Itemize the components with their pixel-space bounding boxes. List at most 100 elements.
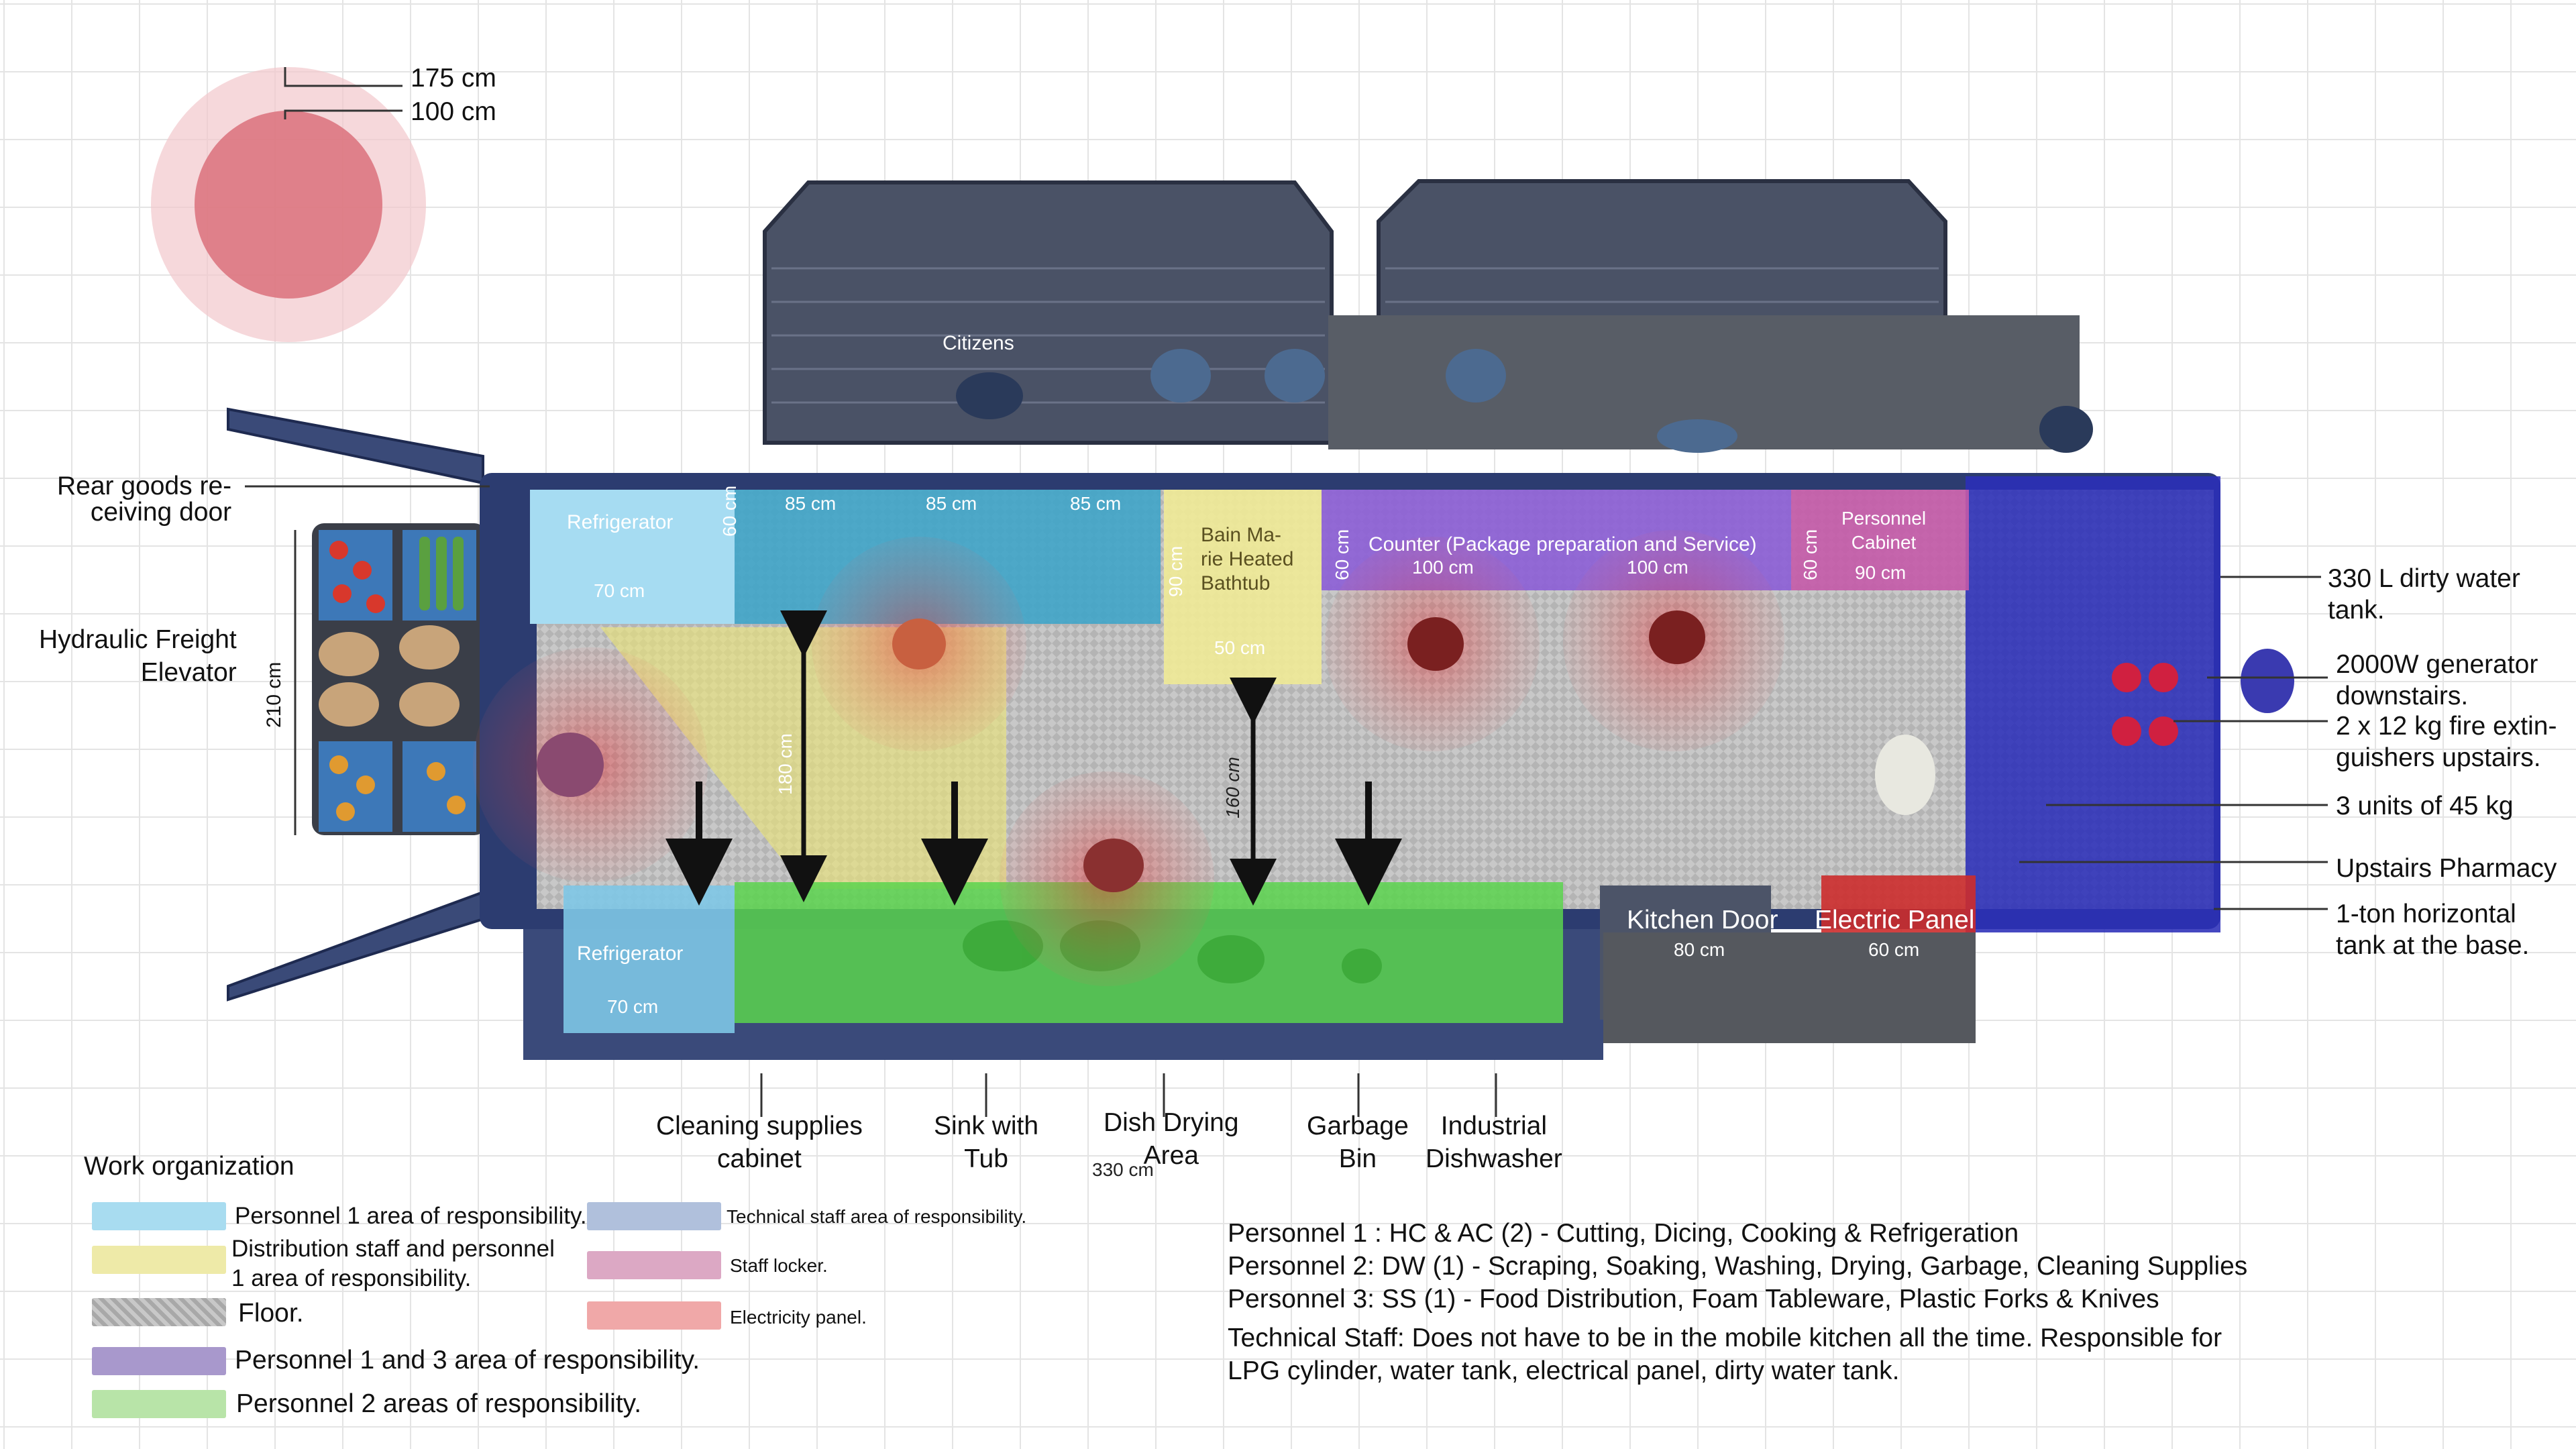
sink-line-2: Tub xyxy=(964,1144,1008,1173)
dish-drying-line-2: Area xyxy=(1143,1140,1199,1170)
dirty-water-callout: 330 L dirty water tank. xyxy=(2328,564,2520,627)
technical-area xyxy=(1966,476,2220,932)
counter-dim-1: 100 cm xyxy=(1412,557,1474,578)
garbage-callout: Garbage Bin xyxy=(1307,1110,1409,1176)
note-personnel-1: Personnel 1 : HC & AC (2) - Cutting, Dic… xyxy=(1228,1219,2019,1248)
legend-label-personnel-1-3: Personnel 1 and 3 area of responsibility… xyxy=(235,1346,700,1375)
electric-panel-width: 60 cm xyxy=(1868,939,1920,960)
pharmacy-callout: Upstairs Pharmacy xyxy=(2336,854,2557,883)
dishwasher-line-1: Industrial xyxy=(1440,1112,1547,1140)
note-personnel-3: Personnel 3: SS (1) - Food Distribution,… xyxy=(1228,1284,2159,1313)
refrigerator-top-depth: 60 cm xyxy=(719,485,740,537)
dirty-water-line-1: 330 L dirty water xyxy=(2328,564,2520,593)
legend-distribution-line-2: 1 area of responsibility. xyxy=(231,1265,472,1291)
bain-marie-line-3: Bathtub xyxy=(1201,572,1271,594)
legend-label-technical: Technical staff area of responsibility. xyxy=(727,1206,1027,1227)
fire-extinguishers xyxy=(2112,663,2178,746)
legend-swatch-distribution xyxy=(92,1246,226,1274)
leader-lines xyxy=(245,485,2328,1117)
radius-100-label: 100 cm xyxy=(411,97,496,126)
note-technical-2: LPG cylinder, water tank, electrical pan… xyxy=(1228,1356,1900,1385)
prep-dim-1: 85 cm xyxy=(785,493,837,514)
personnel-cabinet-width: 90 cm xyxy=(1855,562,1907,583)
refrigerator-bottom-width: 70 cm xyxy=(607,996,659,1017)
cleaning-line-1: Cleaning supplies xyxy=(656,1112,863,1140)
refrigerator-bottom-label: Refrigerator xyxy=(577,943,684,965)
note-personnel-2: Personnel 2: DW (1) - Scraping, Soaking,… xyxy=(1228,1251,2248,1281)
cleaning-line-2: cabinet xyxy=(717,1144,802,1173)
legend-label-floor: Floor. xyxy=(238,1299,304,1328)
legend-distribution-line-1: Distribution staff and personnel xyxy=(231,1236,555,1262)
legend-swatch-personnel-2 xyxy=(92,1390,226,1418)
rear-door-line-1: Rear goods re- xyxy=(57,472,232,500)
horizontal-tank-line-1: 1-ton horizontal xyxy=(2336,900,2516,928)
garbage-line-2: Bin xyxy=(1338,1144,1377,1173)
horizontal-tank-callout: 1-ton horizontal tank at the base. xyxy=(2336,899,2529,962)
legend-label-distribution: Distribution staff and personnel 1 area … xyxy=(231,1234,555,1293)
bain-marie-width: 50 cm xyxy=(1214,637,1266,658)
dish-drying-callout: Dish Drying Area xyxy=(1104,1107,1239,1173)
counter-label: Counter (Package preparation and Service… xyxy=(1368,533,1757,555)
garbage-line-1: Garbage xyxy=(1307,1112,1409,1140)
electric-panel-label: Electric Panel xyxy=(1815,906,1975,934)
aisle-width-180: 180 cm xyxy=(775,733,796,795)
kitchen-door-width: 80 cm xyxy=(1674,939,1725,960)
bain-marie-zone xyxy=(1164,490,1322,684)
staff-notes: Personnel 1 : HC & AC (2) - Cutting, Dic… xyxy=(1228,1218,2247,1388)
personnel-cabinet-zone xyxy=(1791,490,1969,590)
personnel-cabinet-depth: 60 cm xyxy=(1800,529,1821,580)
extinguishers-line-2: guishers upstairs. xyxy=(2336,743,2541,772)
rear-door-line-2: ceiving door xyxy=(90,498,232,527)
personnel-cabinet-line-2: Cabinet xyxy=(1851,532,1917,553)
kitchen-door-label: Kitchen Door xyxy=(1627,906,1778,934)
personnel-cabinet-line-1: Personnel xyxy=(1841,508,1927,529)
legend-label-personnel-1: Personnel 1 area of responsibility. xyxy=(235,1203,587,1229)
extinguishers-callout: 2 x 12 kg fire extin- guishers upstairs. xyxy=(2336,711,2557,774)
rear-door-upper xyxy=(227,407,484,485)
extinguishers-line-1: 2 x 12 kg fire extin- xyxy=(2336,712,2557,741)
total-width-330: 330 cm xyxy=(1092,1159,1154,1180)
refrigerator-bottom-zone xyxy=(564,885,735,1033)
sink-callout: Sink with Tub xyxy=(934,1110,1038,1176)
legend-title: Work organization xyxy=(84,1152,294,1181)
rear-door-lower xyxy=(227,890,484,1002)
task-arrows xyxy=(665,782,1402,906)
refrigerator-top-zone xyxy=(530,490,735,624)
dishwasher-callout: Industrial Dishwasher xyxy=(1426,1110,1562,1176)
bain-marie-label: Bain Ma- rie Heated Bathtub xyxy=(1201,523,1293,596)
refrigerator-top-label: Refrigerator xyxy=(567,511,674,533)
counter-depth: 60 cm xyxy=(1332,529,1352,580)
legend-label-locker: Staff locker. xyxy=(730,1255,828,1276)
prep-dim-3: 85 cm xyxy=(1070,493,1122,514)
legend-swatch-personnel-1-3 xyxy=(92,1347,226,1375)
counter-dim-2: 100 cm xyxy=(1627,557,1688,578)
legend-swatch-locker xyxy=(587,1251,721,1279)
worker-figures xyxy=(537,610,2294,892)
dimension-arrows xyxy=(780,610,1277,906)
legend-label-electricity: Electricity panel. xyxy=(730,1307,867,1328)
legend-swatch-floor xyxy=(92,1298,226,1326)
bain-marie-line-1: Bain Ma- xyxy=(1201,524,1282,546)
generator-callout: 2000W generator downstairs. xyxy=(2336,649,2538,712)
prep-dim-2: 85 cm xyxy=(926,493,977,514)
side-step xyxy=(1603,932,1976,1043)
dishwasher-line-2: Dishwasher xyxy=(1426,1144,1562,1173)
radius-175-label: 175 cm xyxy=(411,64,496,93)
dish-drying-line-1: Dish Drying xyxy=(1104,1108,1239,1137)
cleaning-cabinet-callout: Cleaning supplies cabinet xyxy=(656,1110,863,1176)
aisle-width-160: 160 cm xyxy=(1222,757,1243,818)
legend-swatch-technical xyxy=(587,1202,721,1230)
legend-swatch-personnel-1 xyxy=(92,1202,226,1230)
bain-marie-depth: 90 cm xyxy=(1165,545,1186,597)
citizen-figures xyxy=(956,349,2093,453)
legend-swatch-electricity xyxy=(587,1301,721,1330)
elevator-depth: 210 cm xyxy=(263,661,285,728)
horizontal-tank-line-2: tank at the base. xyxy=(2336,930,2530,960)
note-technical-1: Technical Staff: Does not have to be in … xyxy=(1228,1324,2222,1353)
refrigerator-top-width: 70 cm xyxy=(594,580,645,601)
reach-radius-diagram xyxy=(151,67,426,342)
elevator-callout: Hydraulic Freight Elevator xyxy=(39,624,237,690)
generator-line-2: downstairs. xyxy=(2336,681,2469,710)
bain-marie-line-2: rie Heated xyxy=(1201,548,1294,570)
